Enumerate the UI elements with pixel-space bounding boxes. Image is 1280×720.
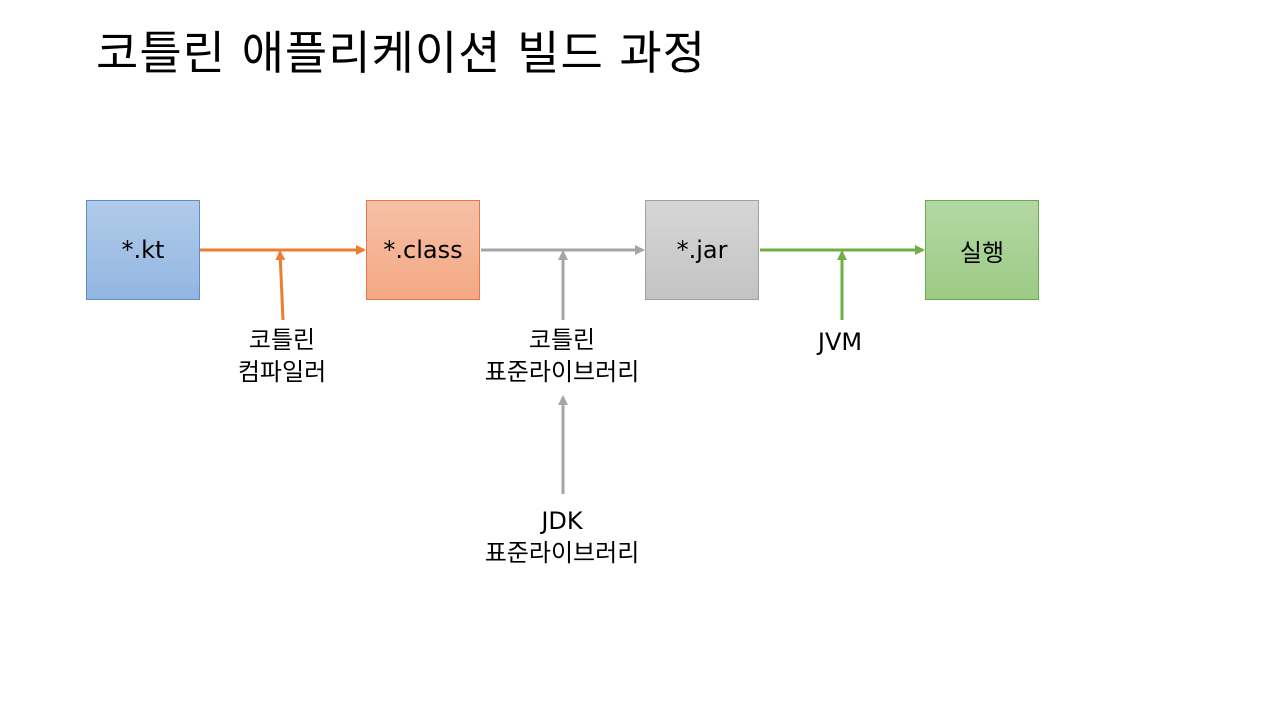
node-class-label: *.class xyxy=(383,236,463,264)
kotlin-compiler-label: 코틀린 컴파일러 xyxy=(202,324,362,388)
jdk-stdlib-label: JDK 표준라이브러리 xyxy=(442,505,682,569)
jvm-line1: JVM xyxy=(817,328,863,356)
jvm-label: JVM xyxy=(780,326,900,358)
node-jar-file: *.jar xyxy=(645,200,759,300)
node-run-label: 실행 xyxy=(959,238,1005,267)
kotlin-compiler-line1: 코틀린 xyxy=(248,326,316,354)
jdk-stdlib-line1: JDK xyxy=(541,507,583,535)
node-kt-label: *.kt xyxy=(121,236,165,264)
kotlin-compiler-line2: 컴파일러 xyxy=(237,358,327,386)
node-kt-source: *.kt xyxy=(86,200,200,300)
arrow-compiler-up xyxy=(275,250,286,321)
node-jar-label: *.jar xyxy=(676,236,728,264)
node-run: 실행 xyxy=(925,200,1039,300)
slide-title: 코틀린 애플리케이션 빌드 과정 xyxy=(96,26,707,80)
kotlin-stdlib-line2: 표준라이브러리 xyxy=(484,358,640,386)
jdk-stdlib-line2: 표준라이브러리 xyxy=(484,539,640,567)
node-class-file: *.class xyxy=(366,200,480,300)
kotlin-stdlib-label: 코틀린 표준라이브러리 xyxy=(442,324,682,388)
kotlin-stdlib-line1: 코틀린 xyxy=(528,326,596,354)
